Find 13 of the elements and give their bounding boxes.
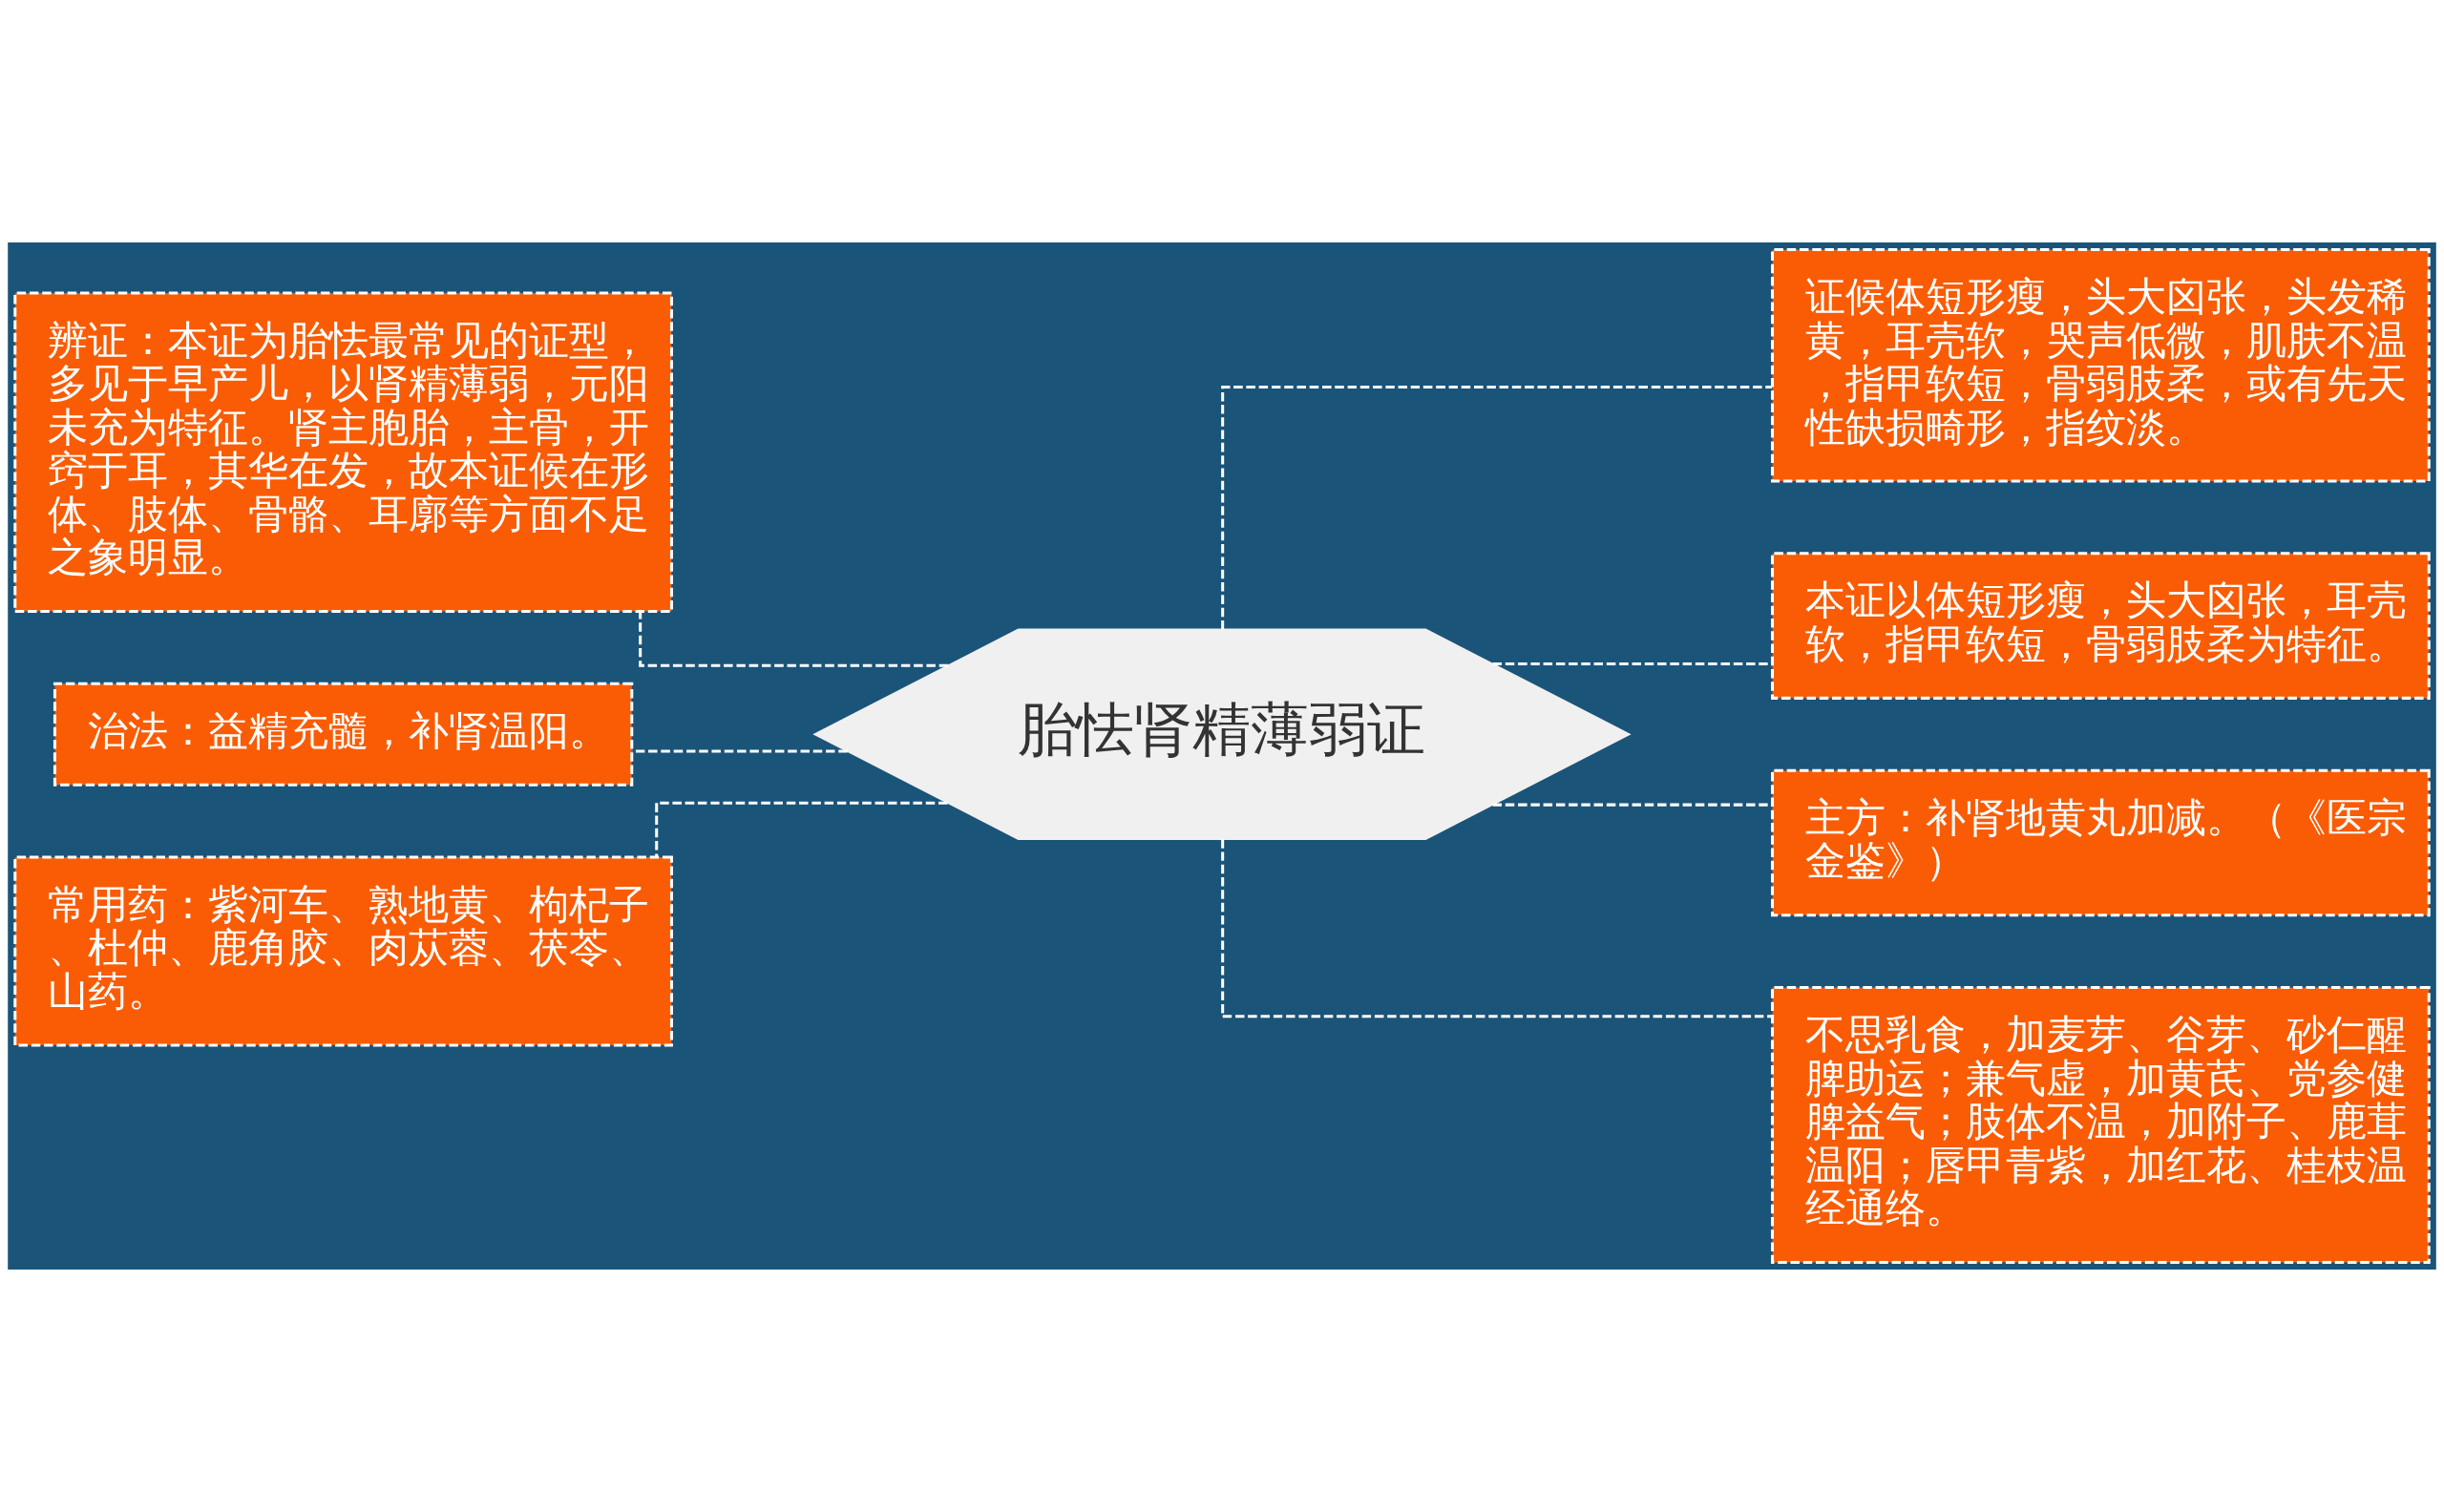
connector — [639, 611, 949, 667]
node-box: 治法：益精充髓，补肾温阳。 — [53, 682, 634, 787]
connector — [1221, 386, 1772, 630]
node-box: 本证以体短形瘦，头大囟张，耳壳软，指甲软短，骨弱肢柔为特征。 — [1771, 552, 2431, 700]
connector — [1492, 662, 1773, 665]
node-box: 常用药：紫河车、熟地黄、枸杞子、杜仲、鹿角胶、肉苁蓉、茯苓、山药。 — [13, 855, 673, 1047]
node-box: 辨证：本证为胎怯最常见的证型，多见于早产儿，以肾精薄弱，元阳未充为特征。肾主胞胎，主骨，开窍于耳，其华在发，故本证候在形体、肢体、骨骼、耳廓等方面不足之象明显。 — [13, 291, 673, 613]
connector — [655, 801, 948, 857]
connector — [1221, 839, 1772, 1018]
node-box: 不思乳食，加麦芽、谷芽、砂仁醒脾助运；兼气虚，加黄芪、党参健脾益气；肢体不温，加附子、鹿茸温阳；唇甲青紫，加红花、桂枝温经通络。 — [1771, 985, 2431, 1264]
node-box: 主方：补肾地黄丸加减。（《医宗金鉴》） — [1771, 768, 2431, 917]
connector — [1492, 803, 1773, 807]
node-box: 证候体短形瘦，头大囟张，头发稀黄，耳壳软，哭声低微，肌肤不温，指甲软短，骨弱肢柔，或有先天性缺损畸形，指纹淡。 — [1771, 248, 2431, 483]
